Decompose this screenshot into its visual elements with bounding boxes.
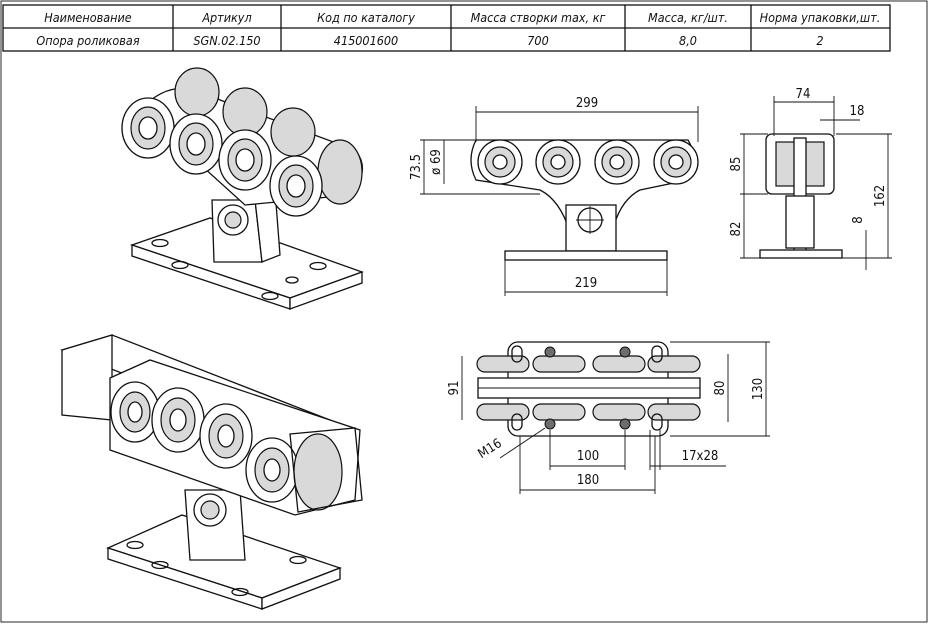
table-cell-mass: 8,0: [679, 33, 697, 48]
dim-plan-length: 180: [577, 473, 599, 488]
dim-wheel-diameter: ø 69: [429, 149, 444, 175]
table-header-max-leaf-mass: Масса створки max, кг: [471, 10, 606, 25]
table-header-name: Наименование: [44, 10, 131, 25]
table-cell-catalog-code: 415001600: [334, 33, 398, 48]
dim-front-width: 299: [576, 96, 598, 111]
side-view: 74 18 85 82 162 8: [729, 87, 892, 270]
front-view: 299 73.5 ø 69 219: [409, 96, 699, 296]
dim-side-plate: 8: [851, 216, 866, 223]
dim-side-top-width: 74: [796, 87, 811, 102]
table-header-article: Артикул: [201, 10, 251, 25]
dim-side-upper: 85: [729, 157, 744, 172]
dim-side-total: 162: [873, 185, 888, 207]
table-header-packing: Норма упаковки,шт.: [760, 10, 881, 25]
dim-base-width: 219: [575, 276, 597, 291]
isometric-carriage-with-rail: [59, 334, 363, 610]
dim-side-rail: 18: [850, 104, 865, 119]
table-cell-name: Опора роликовая: [36, 33, 139, 48]
spec-table: Наименование Артикул Код по каталогу Мас…: [2, 4, 891, 52]
plan-view: 91 80 130 M16 100 17x28 180: [447, 341, 770, 494]
dim-plan-hole-spacing: 100: [577, 449, 599, 464]
table-header-mass: Масса, кг/шт.: [648, 10, 728, 25]
table-cell-article: SGN.02.150: [193, 33, 260, 48]
dim-plan-width: 91: [447, 381, 462, 396]
dim-front-height: 73.5: [409, 154, 424, 180]
table-cell-packing: 2: [816, 33, 823, 48]
dim-plan-outer: 130: [751, 378, 766, 400]
table-header-catalog-code: Код по каталогу: [317, 10, 415, 25]
dim-side-lower: 82: [729, 222, 744, 237]
isometric-roller-support: [121, 67, 364, 310]
dim-plan-inner: 80: [713, 381, 728, 396]
table-cell-max-leaf-mass: 700: [527, 33, 548, 48]
dim-plan-slot: 17x28: [682, 449, 719, 464]
